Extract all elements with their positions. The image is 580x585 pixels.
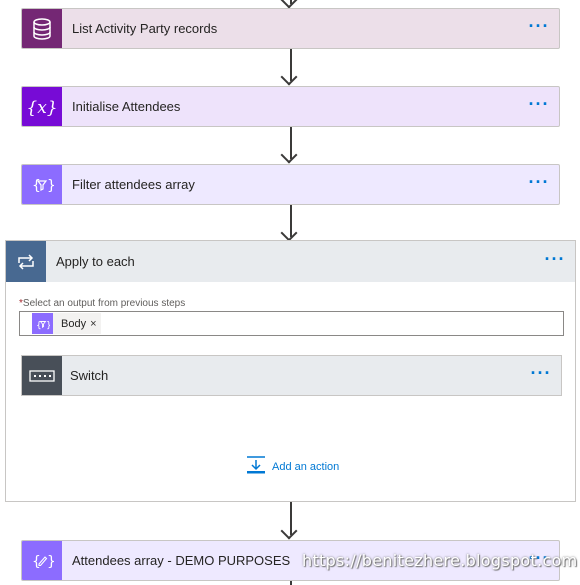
card-title: Apply to each bbox=[56, 254, 135, 269]
connector-top bbox=[290, 0, 292, 4]
arrowhead-3 bbox=[280, 224, 298, 242]
required-mark: * bbox=[19, 298, 23, 309]
database-icon bbox=[22, 9, 62, 48]
connector-3 bbox=[290, 205, 292, 237]
more-options-button[interactable]: ··· bbox=[528, 93, 550, 114]
svg-text:{: { bbox=[32, 554, 41, 570]
switch-icon bbox=[22, 356, 62, 395]
svg-text:{x}: {x} bbox=[27, 98, 57, 118]
card-title: Switch bbox=[70, 368, 109, 383]
body-token[interactable]: {} Body × bbox=[32, 313, 101, 334]
filter-array-icon: {} bbox=[32, 313, 53, 334]
loop-icon bbox=[6, 241, 46, 282]
arrowhead-4 bbox=[280, 522, 298, 540]
apply-to-each-container: Apply to each ··· *Select an output from… bbox=[5, 240, 576, 502]
more-options-button[interactable]: ··· bbox=[544, 248, 566, 269]
field-label-text: Select an output from previous steps bbox=[22, 298, 186, 309]
watermark-text: https://benitezhere.blogspot.com bbox=[302, 551, 578, 570]
apply-to-each-header[interactable]: Apply to each ··· bbox=[6, 241, 575, 282]
more-options-button[interactable]: ··· bbox=[528, 171, 550, 192]
more-options-button[interactable]: ··· bbox=[528, 15, 550, 36]
token-label: Body bbox=[61, 317, 87, 330]
card-title: Initialise Attendees bbox=[72, 99, 181, 114]
field-label: *Select an output from previous steps bbox=[19, 298, 185, 309]
connector-4 bbox=[290, 502, 292, 535]
arrowhead-2 bbox=[280, 146, 298, 164]
list-activity-party-card[interactable]: List Activity Party records ··· bbox=[21, 8, 560, 49]
svg-text:}: } bbox=[46, 321, 50, 330]
svg-text:{: { bbox=[36, 321, 42, 330]
arrowhead-1 bbox=[280, 68, 298, 86]
add-action-icon bbox=[246, 456, 266, 477]
filter-array-icon: {} bbox=[22, 165, 62, 204]
remove-token-icon[interactable]: × bbox=[90, 317, 97, 330]
select-output-input[interactable]: {} Body × bbox=[19, 311, 564, 336]
filter-attendees-card[interactable]: {} Filter attendees array ··· bbox=[21, 164, 560, 205]
connector-1 bbox=[290, 49, 292, 81]
compose-icon: {} bbox=[22, 541, 62, 580]
svg-text:{: { bbox=[32, 178, 41, 194]
more-options-button[interactable]: ··· bbox=[530, 362, 552, 383]
initialise-attendees-card[interactable]: {x} Initialise Attendees ··· bbox=[21, 86, 560, 127]
card-title: Filter attendees array bbox=[72, 177, 195, 192]
add-action-button[interactable]: Add an action bbox=[246, 456, 339, 477]
card-title: Attendees array - DEMO PURPOSES bbox=[72, 553, 291, 568]
variable-icon: {x} bbox=[22, 87, 62, 126]
card-title: List Activity Party records bbox=[72, 21, 218, 36]
svg-text:}: } bbox=[47, 178, 54, 194]
connector-bottom bbox=[290, 581, 292, 585]
more-options-button[interactable]: ··· bbox=[528, 547, 550, 568]
attendees-demo-card[interactable]: {} Attendees array - DEMO PURPOSES ··· bbox=[21, 540, 560, 581]
connector-2 bbox=[290, 127, 292, 159]
add-action-label: Add an action bbox=[272, 460, 340, 473]
svg-text:}: } bbox=[47, 554, 54, 570]
switch-card[interactable]: Switch ··· bbox=[21, 355, 562, 396]
